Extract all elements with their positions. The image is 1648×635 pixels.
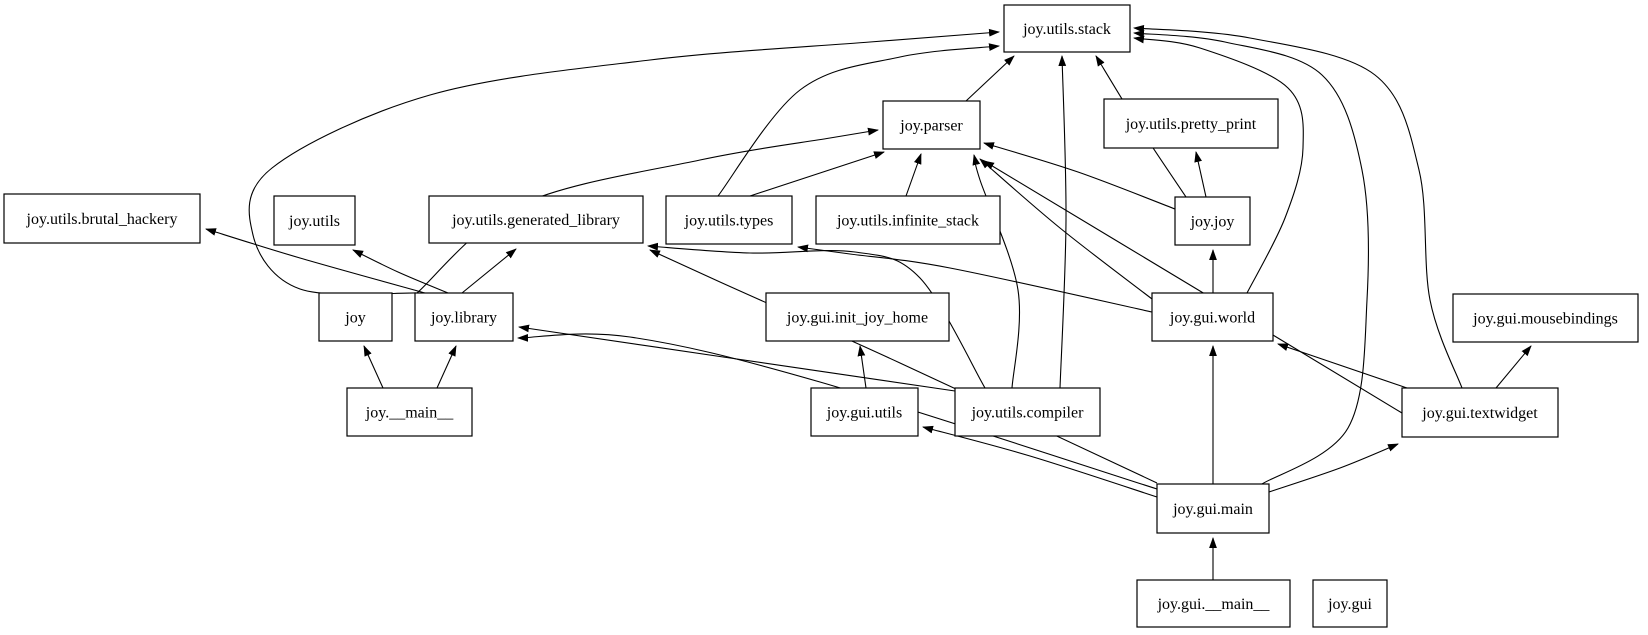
node-joy-parser: joy.parser	[882, 100, 981, 150]
edge-joy-gui-world-to-joy-utils-stack	[1133, 35, 1304, 294]
node-box-joy-gui-init-joy-home	[765, 292, 950, 342]
node-box-joy-utils	[273, 195, 356, 246]
node-box-joy	[318, 292, 393, 342]
node-joy-main: joy.__main__	[346, 387, 473, 437]
node-joy-gui-main: joy.gui.__main__	[1136, 579, 1291, 628]
node-label-joy-main: joy.__main__	[365, 405, 454, 422]
node-label-joy-utils-brutal-hackery: joy.utils.brutal_hackery	[26, 211, 178, 228]
node-joy-utils-stack: joy.utils.stack	[1003, 4, 1131, 53]
node-box-joy-library	[414, 292, 514, 342]
edge-joy-library-to-joy-utils-brutal-hackery	[205, 228, 426, 294]
edge-joy-gui-world-to-joy-utils-types	[797, 244, 1153, 313]
node-box-joy-gui	[1312, 579, 1388, 628]
node-box-joy-joy	[1174, 196, 1251, 246]
node-label-joy-gui-mousebindings: joy.gui.mousebindings	[1472, 311, 1618, 328]
edge-joy-gui-world-to-joy-parser	[979, 158, 1153, 300]
edge-joy-gui-textwidget-to-joy-parser	[983, 160, 1403, 414]
node-box-joy-gui-mousebindings	[1452, 293, 1639, 343]
node-label-joy-gui-textwidget: joy.gui.textwidget	[1421, 405, 1538, 422]
node-box-joy-main	[346, 387, 473, 437]
node-box-joy-utils-types	[665, 195, 793, 245]
node-joy-library: joy.library	[414, 292, 514, 342]
edge-joy-library-to-joy-utils-stack	[248, 28, 1000, 295]
node-label-joy-utils-types: joy.utils.types	[684, 213, 774, 230]
edge-joy-parser-to-joy-utils-stack	[965, 55, 1015, 102]
node-label-joy-gui-main: joy.gui.main	[1172, 501, 1253, 518]
edge-joy-gui-main-to-joy-library	[517, 333, 1158, 490]
node-joy-utils-types: joy.utils.types	[665, 195, 793, 245]
node-joy-gui: joy.gui	[1312, 579, 1388, 628]
nodes-layer: joy.utils.stack joy.parser joy.utils.prett…	[3, 4, 1639, 628]
edge-joy-main-to-joy-library	[436, 345, 457, 389]
node-box-joy-gui-utils	[810, 387, 919, 437]
edge-joy-utils-types-to-joy-utils-stack	[717, 43, 1000, 197]
node-joy: joy	[318, 292, 393, 342]
edge-joy-gui-main-to-joy-utils-stack	[1133, 30, 1369, 485]
edge-joy-utils-compiler-to-joy-utils-stack	[1058, 55, 1067, 389]
edge-joy-gui-textwidget-to-joy-gui-mousebindings	[1495, 345, 1532, 389]
edge-joy-utils-infinite-stack-to-joy-parser	[905, 153, 922, 197]
node-label-joy-utils-infinite-stack: joy.utils.infinite_stack	[836, 213, 979, 230]
node-label-joy-gui-utils: joy.gui.utils	[826, 405, 902, 422]
node-box-joy-utils-infinite-stack	[815, 195, 1001, 245]
node-label-joy-utils-compiler: joy.utils.compiler	[971, 405, 1085, 422]
node-box-joy-parser	[882, 100, 981, 150]
node-box-joy-utils-pretty-print	[1103, 98, 1279, 149]
node-joy-gui-textwidget: joy.gui.textwidget	[1401, 387, 1559, 438]
node-label-joy-library: joy.library	[430, 310, 497, 327]
node-box-joy-gui-world	[1151, 292, 1274, 342]
node-joy-gui-utils: joy.gui.utils	[810, 387, 919, 437]
node-joy-gui-world: joy.gui.world	[1151, 292, 1274, 342]
node-box-joy-utils-brutal-hackery	[3, 193, 201, 244]
edge-joy-gui-utils-to-joy-gui-init-joy-home	[857, 345, 867, 389]
node-box-joy-utils-generated-library	[428, 195, 644, 244]
node-box-joy-gui-main	[1136, 579, 1291, 628]
node-joy-utils-pretty-print: joy.utils.pretty_print	[1103, 98, 1279, 149]
edge-joy-utils-compiler-to-joy-parser	[972, 154, 1021, 389]
edge-joy-gui-main-to-joy-gui-utils	[922, 425, 1158, 498]
edge-joy-joy-to-joy-utils-pretty-print	[1194, 151, 1207, 198]
node-box-joy-utils-stack	[1003, 4, 1131, 53]
node-joy-utils-compiler: joy.utils.compiler	[954, 387, 1101, 437]
edge-joy-gui-textwidget-to-joy-gui-world	[1277, 343, 1408, 389]
node-joy-gui-init-joy-home: joy.gui.init_joy_home	[765, 292, 950, 342]
edge-joy-main-to-joy	[363, 345, 384, 389]
node-label-joy-gui-world: joy.gui.world	[1169, 310, 1255, 327]
edge-joy-utils-types-to-joy-parser	[749, 151, 885, 197]
node-label-joy-joy: joy.joy	[1190, 214, 1235, 231]
node-label-joy-utils: joy.utils	[288, 213, 340, 230]
node-joy-utils-infinite-stack: joy.utils.infinite_stack	[815, 195, 1001, 245]
edge-joy-library-to-joy-utils	[352, 249, 449, 294]
node-box-joy-gui-textwidget	[1401, 387, 1559, 438]
node-box-joy-utils-compiler	[954, 387, 1101, 437]
edge-joy-gui-textwidget-to-joy-utils-stack	[1133, 24, 1463, 389]
node-label-joy-utils-stack: joy.utils.stack	[1022, 21, 1111, 38]
node-label-joy-utils-pretty-print: joy.utils.pretty_print	[1125, 116, 1257, 133]
edge-joy-gui-main-to-joy-gui-textwidget	[1268, 443, 1399, 493]
node-joy-utils-brutal-hackery: joy.utils.brutal_hackery	[3, 193, 201, 244]
node-label-joy: joy	[344, 310, 365, 327]
node-joy-joy: joy.joy	[1174, 196, 1251, 246]
node-joy-gui-main: joy.gui.main	[1156, 483, 1270, 534]
node-joy-gui-mousebindings: joy.gui.mousebindings	[1452, 293, 1639, 343]
node-label-joy-gui-main: joy.gui.__main__	[1157, 596, 1271, 613]
edge-joy-library-to-joy-utils-generated-library	[461, 248, 517, 294]
node-joy-utils-generated-library: joy.utils.generated_library	[428, 195, 644, 244]
node-joy-utils: joy.utils	[273, 195, 356, 246]
edge-joy-joy-to-joy-parser	[983, 142, 1176, 210]
edge-joy-gui-main-to-joy-utils-generated-library	[649, 249, 1158, 484]
node-label-joy-utils-generated-library: joy.utils.generated_library	[451, 212, 620, 229]
node-label-joy-gui: joy.gui	[1327, 596, 1372, 613]
node-label-joy-gui-init-joy-home: joy.gui.init_joy_home	[786, 310, 928, 327]
node-label-joy-parser: joy.parser	[899, 118, 963, 135]
node-box-joy-gui-main	[1156, 483, 1270, 534]
